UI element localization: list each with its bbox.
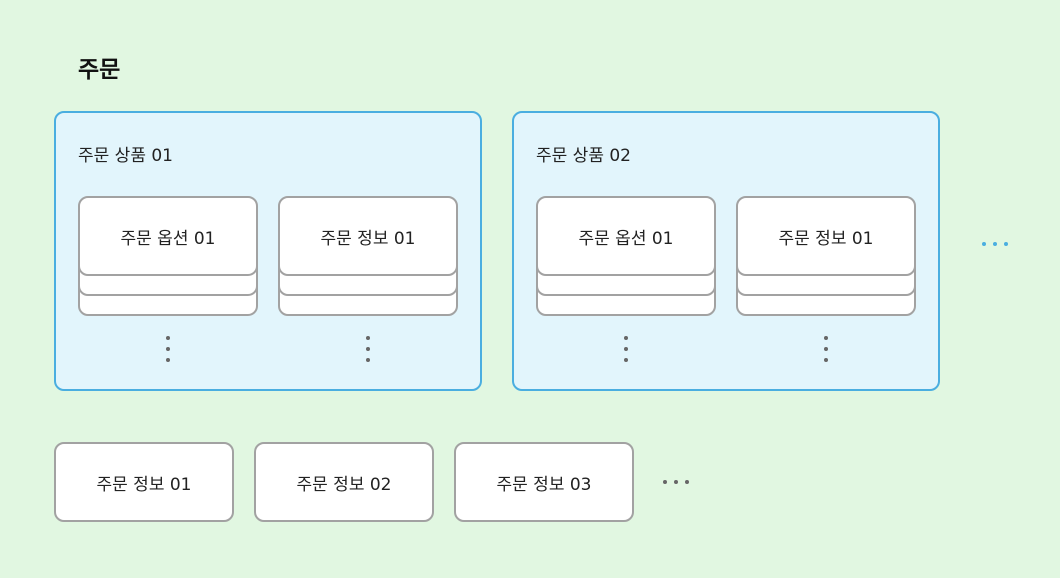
order-info-stack-2: 주문 정보 01 (736, 196, 916, 316)
order-option-box-1: 주문 옵션 01 (78, 196, 258, 276)
vertical-ellipsis-icon (166, 336, 170, 362)
more-order-info-ellipsis-icon (663, 480, 689, 484)
order-product-group-2: 주문 상품 02 주문 옵션 01 주문 정보 01 (512, 111, 940, 391)
order-info-item-1: 주문 정보 01 (54, 442, 234, 522)
order-info-stack-1: 주문 정보 01 (278, 196, 458, 316)
order-info-item-2: 주문 정보 02 (254, 442, 434, 522)
vertical-ellipsis-icon (366, 336, 370, 362)
vertical-ellipsis-icon (824, 336, 828, 362)
page-title: 주문 (78, 57, 121, 83)
order-option-stack-2: 주문 옵션 01 (536, 196, 716, 316)
order-info-box-2: 주문 정보 01 (736, 196, 916, 276)
order-product-group-1: 주문 상품 01 주문 옵션 01 주문 정보 01 (54, 111, 482, 391)
order-option-box-2: 주문 옵션 01 (536, 196, 716, 276)
order-product-title-2: 주문 상품 02 (536, 146, 631, 166)
more-products-ellipsis-icon (982, 242, 1008, 246)
order-option-stack-1: 주문 옵션 01 (78, 196, 258, 316)
vertical-ellipsis-icon (624, 336, 628, 362)
order-info-item-3: 주문 정보 03 (454, 442, 634, 522)
order-product-title-1: 주문 상품 01 (78, 146, 173, 166)
order-info-box-1: 주문 정보 01 (278, 196, 458, 276)
